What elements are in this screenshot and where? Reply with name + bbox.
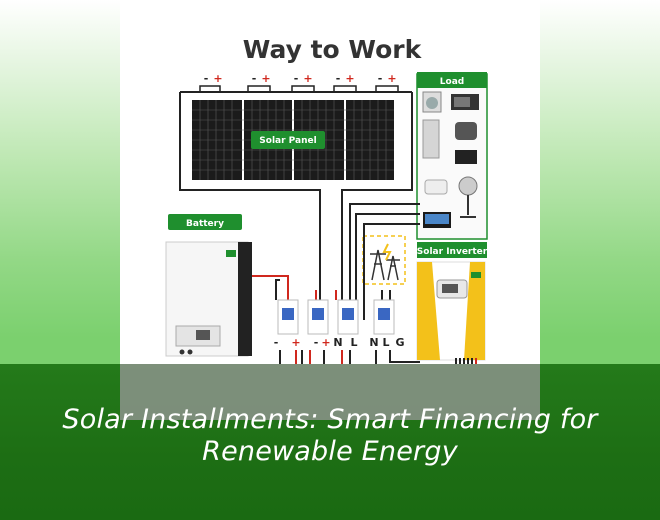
appliance-icons — [422, 91, 479, 228]
panel-terminal-label: + — [261, 72, 270, 85]
panel-terminal-label: - — [336, 72, 341, 85]
breaker-group — [277, 299, 395, 335]
panel-wires — [179, 91, 413, 320]
image-caption: Solar Installments: Smart Financing for … — [62, 404, 598, 467]
breaker-terminal-label: + — [291, 336, 300, 349]
solar-wiring-diagram: Way to Work -+-+-+-+-+ — [165, 35, 488, 386]
panel-terminal-brackets — [199, 85, 399, 92]
solar-panel-badge — [251, 131, 325, 149]
battery-label: Battery — [186, 219, 224, 229]
battery-badge — [168, 214, 242, 230]
breaker-terminal-label: G — [395, 336, 404, 349]
diagram-title: Way to Work — [243, 35, 423, 64]
solar-panel-label: Solar Panel — [259, 136, 316, 146]
panel-terminal-label: - — [378, 72, 383, 85]
panel-terminal-labels: -+-+-+-+-+ — [204, 72, 397, 85]
panel-terminal-label: + — [387, 72, 396, 85]
breaker-terminal-label: N — [333, 336, 342, 349]
breaker-terminal-label: L — [350, 336, 357, 349]
panel-terminal-label: - — [252, 72, 257, 85]
breaker-terminal-label: N — [369, 336, 378, 349]
diagram-card: Way to Work -+-+-+-+-+ — [120, 0, 540, 420]
caption-overlay — [120, 364, 540, 420]
battery-unit — [165, 241, 252, 357]
grid-tower-icon — [370, 249, 400, 281]
panel-terminal-label: - — [294, 72, 299, 85]
solar-inverter-unit — [416, 261, 486, 361]
load-label: Load — [440, 77, 464, 87]
lightning-icon — [382, 243, 392, 261]
inverter-label: Solar Inverter — [417, 247, 488, 257]
breaker-terminal-label: - — [314, 336, 319, 349]
breaker-terminal-label: + — [321, 336, 330, 349]
breaker-terminal-label: L — [382, 336, 389, 349]
panel-terminal-label: + — [303, 72, 312, 85]
panel-terminal-label: + — [345, 72, 354, 85]
breaker-terminal-label: - — [274, 336, 279, 349]
load-badge — [417, 72, 487, 88]
panel-terminal-label: + — [213, 72, 222, 85]
panel-terminal-label: - — [204, 72, 209, 85]
inverter-badge — [417, 242, 487, 258]
